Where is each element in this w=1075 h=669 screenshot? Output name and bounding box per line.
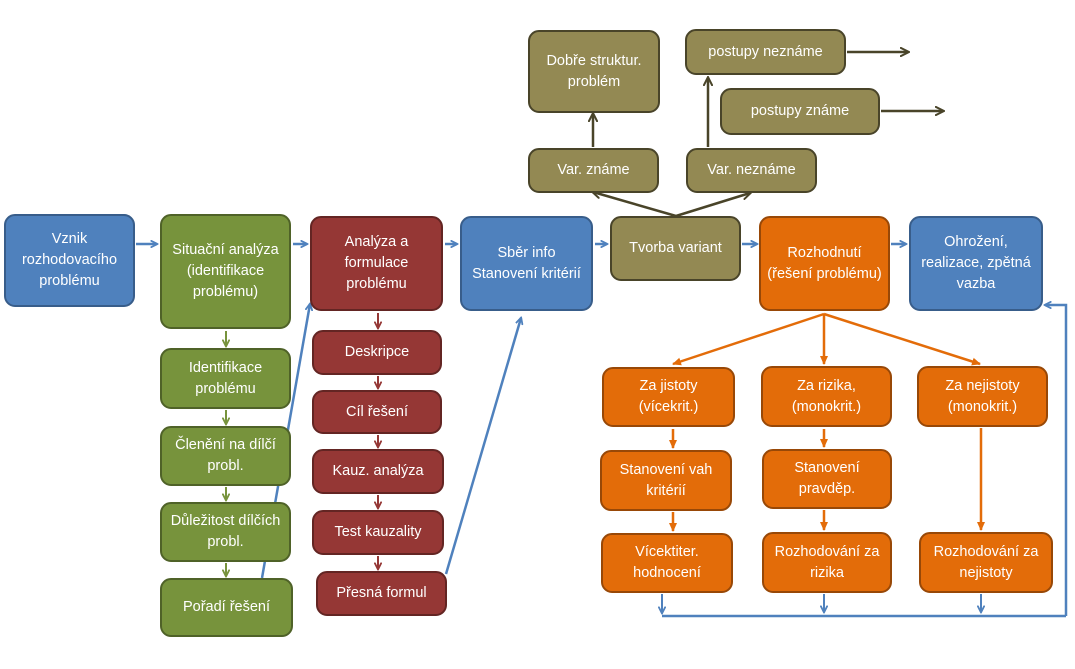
node-za-nejistoty-label: Za nejistoty (monokrit.) [945,377,1020,415]
node-test: Test kauzality [312,510,444,555]
node-za-nejistoty: Za nejistoty (monokrit.) [917,366,1048,427]
node-za-rizika-label: Za rizika, (monokrit.) [791,377,862,415]
node-pravdep: Stanovení pravděp. [762,449,892,509]
node-vah: Stanovení vah kritérií [600,450,732,511]
node-rozh-nejistoty: Rozhodování za nejistoty [919,532,1053,593]
node-za-rizika: Za rizika, (monokrit.) [761,366,892,427]
node-dulezitost-label: Důležitost dílčích probl. [170,513,281,550]
node-pravdep-label: Stanovení pravděp. [794,460,860,497]
node-postupy-zname: postupy známe [720,88,880,135]
arrow-rozhodnuti-za-jistoty [672,312,825,366]
node-cil-label: Cíl řešení [345,403,409,420]
node-postupy-nezname-label: postupy neznáme [708,43,823,60]
node-situacni: Situační analýza (identifikace problému) [160,214,291,329]
node-cil: Cíl řešení [312,390,442,434]
node-analyza: Analýza a formulace problému [310,216,443,311]
node-presna: Přesná formul [316,571,447,616]
node-dulezitost: Důležitost dílčích probl. [160,502,291,562]
node-ohrozeni: Ohrožení, realizace, zpětná vazba [909,216,1043,311]
node-var-zname: Var. známe [528,148,659,193]
node-deskripce-label: Deskripce [344,344,410,360]
node-rozh-nejistoty-label: Rozhodování za nejistoty [933,543,1039,581]
node-dobre: Dobře struktur. problém [528,30,660,113]
arrow-tvorba-var-zname [593,192,677,218]
node-poradi-label: Pořadí řešení [182,599,271,615]
node-identifikace-label: Identifikace problému [188,359,263,397]
node-var-nezname-label: Var. neznáme [707,162,796,178]
node-vicekrit-label: Vícektiter. hodnocení [633,544,701,581]
node-sber-line2: Stanovení kritérií [472,265,581,282]
arrow-rozhodnuti-za-nejistoty [823,312,981,366]
node-rozh-rizika: Rozhodování za rizika [762,532,892,593]
node-vznik-label: Vznik rozhodovacího problému [21,231,118,289]
feedback-return-line [1045,305,1068,616]
node-identifikace: Identifikace problému [160,348,291,409]
node-presna-label: Přesná formul [336,585,427,601]
node-za-jistoty-label: Za jistoty (vícekrit.) [638,378,699,415]
node-deskripce: Deskripce [312,330,442,375]
node-sber-line1: Sběr info [497,244,556,261]
node-ohrozeni-label: Ohrožení, realizace, zpětná vazba [921,234,1031,292]
node-postupy-zname-label: postupy známe [750,103,850,119]
node-kauz-label: Kauz. analýza [332,463,424,479]
node-za-jistoty: Za jistoty (vícekrit.) [602,367,735,427]
node-poradi: Pořadí řešení [160,578,293,637]
node-test-label: Test kauzality [334,524,422,540]
node-sber: Sběr info Stanovení kritérií [460,216,593,311]
node-analyza-label: Analýza a formulace problému [344,234,409,292]
node-tvorba-label: Tvorba variant [629,240,722,256]
arrow-presna-sber [444,318,521,575]
node-postupy-nezname: postupy neznáme [685,29,846,75]
node-rozhodnuti: Rozhodnutí (řešení problému) [759,216,890,311]
node-var-zname-label: Var. známe [557,162,630,178]
node-var-nezname: Var. neznáme [686,148,817,193]
node-situacni-label: Situační analýza (identifikace problému) [172,242,279,300]
node-rozh-rizika-label: Rozhodování za rizika [774,543,880,581]
node-dobre-label: Dobře struktur. problém [546,52,642,90]
node-sber-text: Sběr info Stanovení kritérií [472,243,581,285]
node-cleneni-label: Členění na dílčí probl. [175,437,276,474]
node-cleneni: Členění na dílčí probl. [160,426,291,486]
node-kauz: Kauz. analýza [312,449,444,494]
node-tvorba: Tvorba variant [610,216,741,281]
arrow-tvorba-var-nezname [675,193,750,218]
node-vah-label: Stanovení vah kritérií [619,461,713,499]
node-vicekrit: Vícektiter. hodnocení [601,533,733,593]
node-vznik: Vznik rozhodovacího problému [4,214,135,307]
node-rozhodnuti-label: Rozhodnutí (řešení problému) [767,244,882,282]
